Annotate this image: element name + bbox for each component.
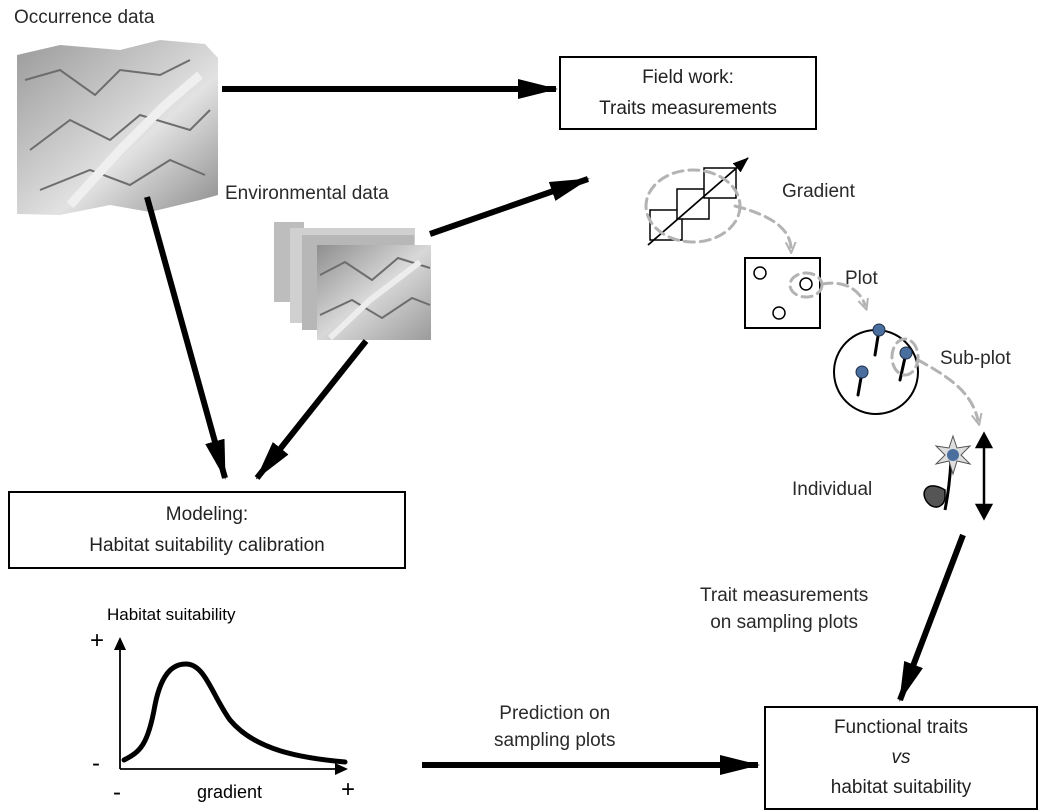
- gradient-icon: [647, 157, 749, 246]
- chart-ylabel: Habitat suitability: [107, 605, 236, 624]
- individual-label: Individual: [792, 479, 873, 500]
- dashed-connectors: [644, 168, 978, 420]
- prediction-line2: sampling plots: [494, 730, 616, 751]
- height-arrow: [974, 431, 994, 521]
- chart-x-axis-arrow: [335, 763, 348, 775]
- arrow-environmental-to-fieldwork: [429, 176, 590, 237]
- chart-xlabel: gradient: [197, 782, 263, 802]
- arrow-individual-to-functional: [897, 533, 966, 702]
- environmental-layers-image: [274, 222, 431, 341]
- gradient-label: Gradient: [782, 181, 855, 202]
- chart-y-plus: +: [90, 627, 105, 654]
- functional-traits-line3: habitat suitability: [830, 777, 972, 798]
- functional-traits-line1: Functional traits: [833, 717, 969, 738]
- functional-traits-vs: vs: [891, 747, 911, 768]
- modeling-subtitle: Habitat suitability calibration: [89, 535, 325, 556]
- subplot-label: Sub-plot: [940, 348, 1011, 369]
- arrow-environmental-to-modeling: [254, 339, 369, 480]
- fieldwork-box: Field work: Traits measurements: [559, 56, 817, 130]
- individual-flower-icon: [923, 434, 972, 511]
- subplot-icon: [833, 323, 919, 415]
- prediction-label: Prediction on sampling plots: [494, 700, 615, 754]
- plot-icon: [744, 257, 821, 329]
- habitat-suitability-chart: [114, 637, 348, 775]
- fieldwork-title: Field work:: [642, 67, 734, 88]
- plot-label: Plot: [845, 268, 878, 289]
- trait-measurements-line2: on sampling plots: [710, 612, 859, 633]
- trait-measurements-label: Trait measurements on sampling plots: [700, 582, 868, 636]
- modeling-title: Modeling:: [165, 504, 249, 525]
- functional-traits-box: Functional traits vs habitat suitability: [764, 706, 1038, 810]
- thick-arrows: [144, 79, 966, 775]
- occurrence-data-label: Occurrence data: [14, 7, 155, 28]
- modeling-box: Modeling: Habitat suitability calibratio…: [8, 491, 406, 569]
- prediction-line1: Prediction on: [499, 703, 611, 724]
- chart-curve: [121, 661, 348, 765]
- arrow-occurrence-to-modeling: [144, 196, 228, 480]
- chart-x-plus: +: [341, 776, 356, 803]
- fieldwork-subtitle: Traits measurements: [599, 98, 777, 119]
- chart-x-minus: -: [113, 779, 121, 806]
- chart-y-minus: -: [92, 750, 100, 777]
- occurrence-terrain-image: [17, 40, 218, 215]
- chart-y-axis-arrow: [114, 637, 126, 650]
- environmental-data-label: Environmental data: [225, 183, 389, 204]
- trait-measurements-line1: Trait measurements: [700, 585, 869, 606]
